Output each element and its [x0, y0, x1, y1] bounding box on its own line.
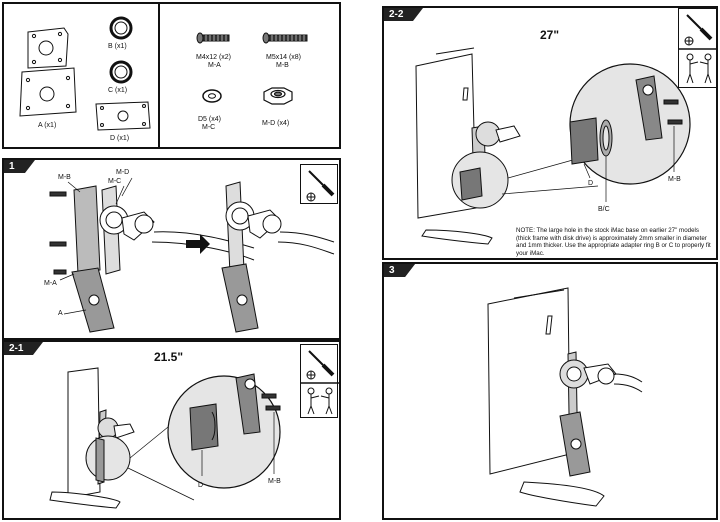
tools-drawing: [679, 14, 716, 84]
part-d-label: D (x1): [110, 135, 130, 142]
callout-mb: M-B: [58, 174, 71, 181]
screw-mb-size-label: M5x14 (x8): [266, 54, 302, 61]
step21-number: 2-1: [4, 342, 45, 355]
part-a-label: A (x1): [38, 122, 57, 129]
step22-panel: 2-2 27": [382, 6, 718, 260]
nut-label: M-D (x4): [262, 120, 290, 127]
washer-code-label: M-C: [202, 124, 216, 131]
step1-drawing: [49, 177, 335, 333]
step22-number: 2-2: [384, 8, 425, 21]
step22-drawing: [415, 47, 691, 245]
screwdriver-icon: [684, 14, 713, 46]
washer-mc-icon: [202, 89, 222, 103]
plate-d-icon: [95, 101, 151, 131]
callout-ma: M-A: [44, 280, 57, 287]
ring-b-icon: [109, 16, 133, 40]
screw-ma-icon: [196, 32, 230, 44]
tool-box: [678, 8, 716, 88]
step21-title: 21.5": [154, 350, 184, 364]
ring-c-icon: [109, 60, 133, 84]
screw-ma-size-label: M4x12 (x2): [196, 54, 232, 61]
parts-drawing: [19, 4, 308, 147]
two-person-icon: [307, 387, 333, 415]
callout-mc: M-C: [108, 178, 122, 185]
step1-panel: 1: [2, 158, 341, 340]
step21-drawing: [49, 367, 281, 509]
callout-a: A: [58, 310, 63, 317]
washer-size-label: D5 (x4): [198, 116, 221, 123]
callout-mb: M-B: [268, 478, 281, 485]
bracket-a-icon: [19, 27, 77, 117]
callout-md: M-D: [116, 169, 130, 176]
tools-drawing: [301, 350, 339, 415]
screwdriver-icon: [306, 170, 335, 202]
screw-mb-icon: [262, 32, 308, 44]
screwdriver-icon: [306, 350, 335, 380]
step3-number-overlay: 3: [384, 264, 414, 277]
part-b-label: B (x1): [108, 43, 127, 50]
step1-number: 1: [4, 160, 34, 173]
callout-d: D: [198, 482, 204, 489]
screw-ma-code-label: M-A: [208, 62, 221, 69]
callout-bc: B/C: [598, 206, 610, 213]
tool-box: [300, 344, 339, 418]
callout-d: D: [588, 180, 594, 187]
screw-mb-code-label: M-B: [276, 62, 289, 69]
parts-panel: B (x1) C (x1) A (x1) D (x1) M4x12 (x2) M…: [2, 2, 341, 149]
nut-md-icon: [263, 87, 293, 105]
two-person-icon: [686, 53, 712, 84]
step3-drawing: [487, 287, 643, 507]
callout-mb: M-B: [668, 176, 681, 183]
step3-panel: 3 3: [382, 262, 718, 520]
adapter-note: NOTE: The large hole in the stock iMac b…: [516, 227, 711, 257]
tool-box: [300, 164, 338, 204]
step21-panel: 2-1 21.5": [2, 340, 341, 520]
direction-arrow-icon: [186, 234, 210, 254]
part-c-label: C (x1): [108, 87, 128, 94]
screws-left: [49, 191, 67, 275]
step22-title: 27": [540, 28, 560, 42]
zoom-detail-circle: [167, 375, 281, 489]
